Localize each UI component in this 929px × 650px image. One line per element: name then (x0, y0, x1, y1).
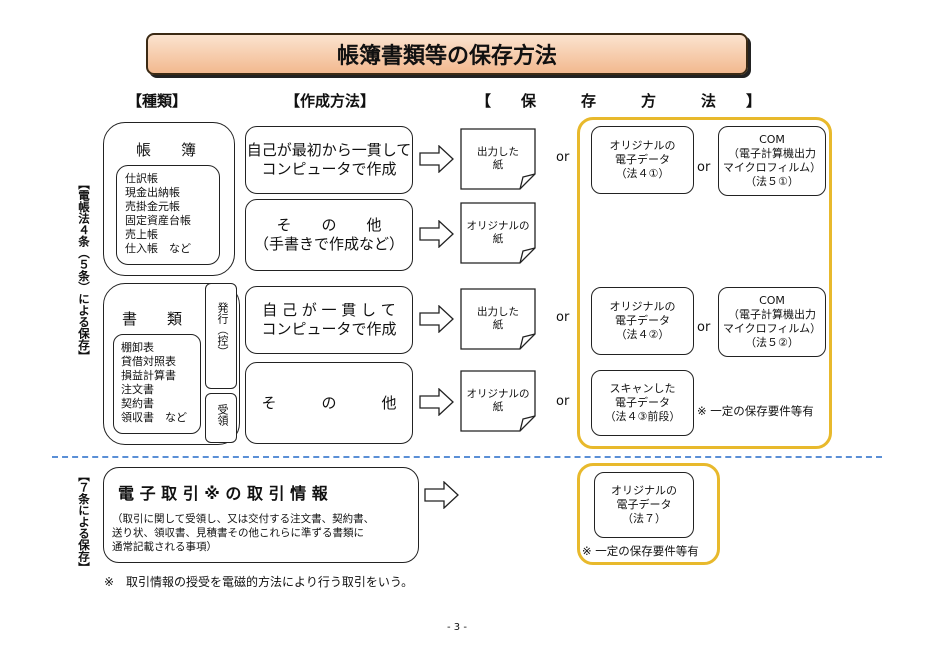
paper-icon (460, 370, 536, 432)
original-electronic-data-7: オリジナルの 電子データ （法７） (594, 472, 694, 538)
or-label: or (556, 150, 570, 165)
books-box: 帳 簿 仕訳帳 現金出納帳 売掛金元帳 固定資産台帳 売上帳 仕入帳 など (103, 122, 235, 276)
or-label: or (697, 320, 711, 335)
header-storage: 【 保 存 方 法 】 (476, 92, 762, 110)
section-divider (52, 456, 882, 458)
issue-label: 発行（控） (216, 302, 229, 357)
paper-icon (460, 128, 536, 190)
side-label-article4-5: 【電帳法４条（５条）による保存】 (77, 178, 91, 362)
method-self-from-start: 自己が最初から一貫して コンピュータで作成 (245, 126, 413, 194)
header-method: 【作成方法】 (285, 92, 376, 110)
header-type: 【種類】 (127, 92, 188, 110)
electronic-transaction-description: （取引に関して受領し、又は交付する注文書、契約書、 送り状、領収書、見積書その他… (112, 513, 375, 553)
or-label: or (697, 160, 711, 175)
scanned-electronic-data: スキャンした 電子データ （法４③前段） (591, 370, 694, 436)
documents-label: 書 類 (122, 310, 183, 328)
paper-output-2: 出力した 紙 (460, 288, 536, 350)
paper-icon (460, 202, 536, 264)
issue-box: 発行（控） (205, 283, 237, 389)
transaction-storage-group (577, 463, 720, 565)
electronic-storage-group (577, 117, 832, 449)
original-electronic-data-4-2: オリジナルの 電子データ （法４②） (591, 287, 694, 355)
original-electronic-data-4-1: オリジナルの 電子データ （法４①） (591, 126, 694, 194)
page-title: 帳簿書類等の保存方法 (146, 33, 748, 75)
electronic-transaction-title: 電 子 取 引 ※ の 取 引 情 報 (118, 484, 328, 503)
books-list: 仕訳帳 現金出納帳 売掛金元帳 固定資産台帳 売上帳 仕入帳 など (125, 172, 191, 255)
footnote: ※ 取引情報の授受を電磁的方法により行う取引をいう。 (104, 575, 414, 589)
books-list-box: 仕訳帳 現金出納帳 売掛金元帳 固定資産台帳 売上帳 仕入帳 など (116, 165, 220, 265)
or-label: or (556, 394, 570, 409)
com-microfilm-5-1: COM （電子計算機出力 マイクロフィルム） （法５①） (718, 126, 826, 196)
paper-original-2: オリジナルの 紙 (460, 370, 536, 432)
arrow-right-icon (419, 220, 454, 248)
arrow-right-icon (419, 388, 454, 416)
arrow-right-icon (419, 145, 454, 173)
requirements-note: ※ 一定の保存要件等有 (582, 544, 699, 558)
documents-list: 棚卸表 貸借対照表 損益計算書 注文書 契約書 領収書 など (121, 341, 187, 424)
method-other-handwritten: そ の 他 （手書きで作成など） (245, 199, 413, 271)
side-label-article7: 【７条による保存】 (77, 470, 91, 574)
receive-box: 受領 (205, 393, 237, 443)
page-number: - 3 - (447, 622, 467, 633)
books-label: 帳 簿 (136, 141, 197, 159)
arrow-right-icon (419, 305, 454, 333)
documents-list-box: 棚卸表 貸借対照表 損益計算書 注文書 契約書 領収書 など (113, 334, 201, 434)
method-other: そ の 他 (245, 362, 413, 444)
receive-label: 受領 (216, 404, 229, 426)
arrow-right-icon (424, 481, 459, 509)
paper-output-1: 出力した 紙 (460, 128, 536, 190)
paper-original-1: オリジナルの 紙 (460, 202, 536, 264)
com-microfilm-5-2: COM （電子計算機出力 マイクロフィルム） （法５②） (718, 287, 826, 357)
or-label: or (556, 310, 570, 325)
paper-icon (460, 288, 536, 350)
requirements-note: ※ 一定の保存要件等有 (697, 404, 814, 418)
method-self-consistent: 自 己 が 一 貫 し て コンピュータで作成 (245, 286, 413, 354)
electronic-transaction-box: 電 子 取 引 ※ の 取 引 情 報 （取引に関して受領し、又は交付する注文書… (103, 467, 419, 563)
